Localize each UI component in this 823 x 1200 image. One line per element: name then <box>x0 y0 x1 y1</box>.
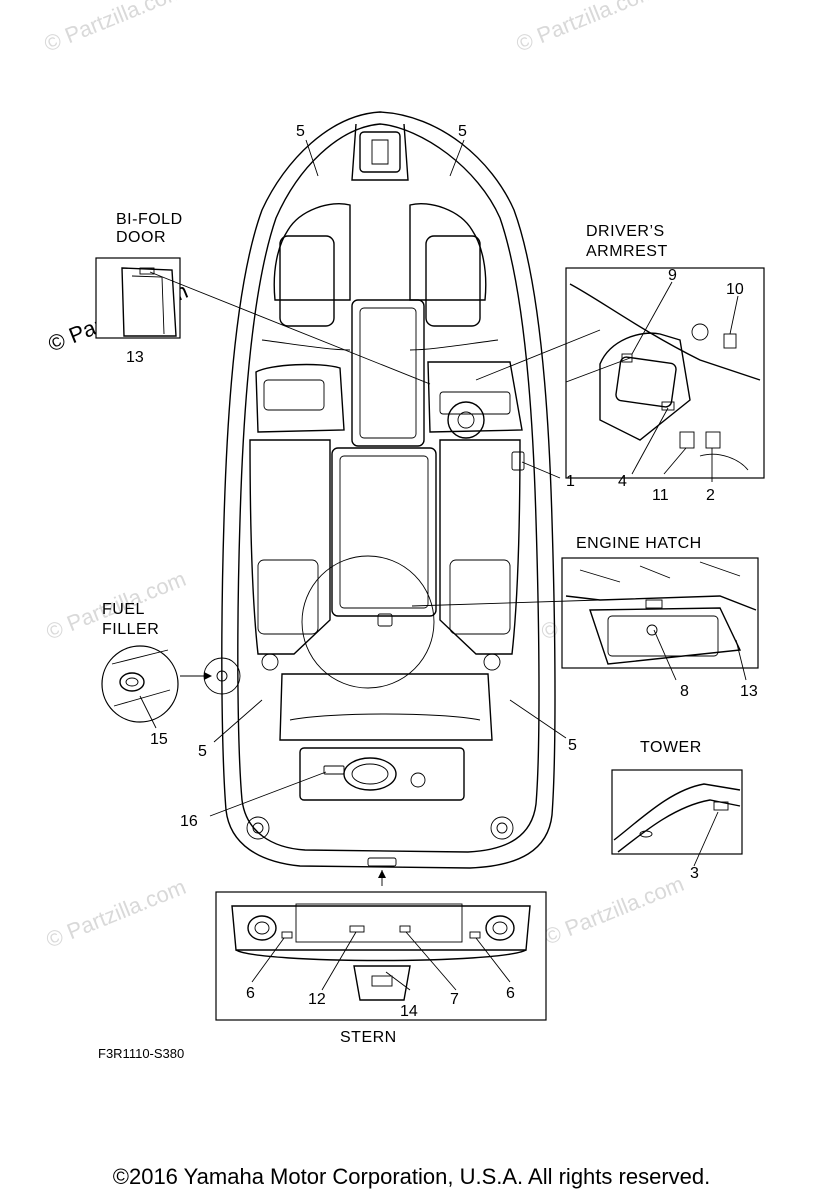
callout-14: 14 <box>400 1003 418 1020</box>
armrest-label-line2: ARMREST <box>586 243 668 260</box>
drivers-armrest-inset: DRIVER’S ARMREST 9 10 1 4 11 2 <box>475 223 765 504</box>
armrest-inset-frame <box>565 267 765 479</box>
callout-11: 11 <box>652 487 669 504</box>
engine-hatch-label: ENGINE HATCH <box>576 535 702 552</box>
fuel-label-line1: FUEL <box>102 601 145 618</box>
tower-label: TOWER <box>640 739 702 756</box>
figure-code: F3R1110-S380 <box>98 1046 184 1061</box>
callout-12: 12 <box>308 991 326 1008</box>
callout-5-aft-right: 5 <box>568 737 577 754</box>
engine-hatch-inset: ENGINE HATCH 8 13 <box>411 535 759 700</box>
fuel-filler-circle <box>101 645 179 723</box>
callout-6-right: 6 <box>506 985 515 1002</box>
callout-15: 15 <box>150 731 168 748</box>
callout-16: 16 <box>180 813 198 830</box>
fuel-filler-inset: FUEL FILLER 15 <box>101 601 212 748</box>
callout-4: 4 <box>618 473 627 490</box>
callout-13-bifold: 13 <box>126 349 144 366</box>
callout-1: 1 <box>566 473 575 490</box>
copyright-notice: ©2016 Yamaha Motor Corporation, U.S.A. A… <box>112 1164 711 1189</box>
stern-label: STERN <box>340 1029 397 1046</box>
callout-6-left: 6 <box>246 985 255 1002</box>
bifold-label-line2: DOOR <box>116 229 166 246</box>
callout-8: 8 <box>680 683 689 700</box>
armrest-label-line1: DRIVER’S <box>586 223 665 240</box>
hull-callouts: 5 5 5 5 16 <box>180 123 577 830</box>
callout-9: 9 <box>668 267 677 284</box>
callout-5-bow-right: 5 <box>458 123 467 140</box>
watermark-text: © Partzilla.com <box>541 871 688 950</box>
callout-13-hatch: 13 <box>740 683 758 700</box>
tower-inset: TOWER 3 <box>611 739 743 882</box>
bifold-inset-frame <box>95 257 181 339</box>
engine-hatch-inset-frame <box>561 557 759 669</box>
boat-hull <box>203 111 556 869</box>
callout-5-aft-left: 5 <box>198 743 207 760</box>
callout-5-bow-left: 5 <box>296 123 305 140</box>
callout-3: 3 <box>690 865 699 882</box>
fuel-label-line2: FILLER <box>102 621 159 638</box>
callout-2: 2 <box>706 487 715 504</box>
callout-10: 10 <box>726 281 744 298</box>
callout-7: 7 <box>450 991 459 1008</box>
watermark-text: © Partzilla.com <box>43 874 190 953</box>
watermark-text: © Partzilla.com <box>513 0 660 57</box>
stern-inset: 6 12 14 7 6 STERN <box>215 870 547 1046</box>
watermark-text: © Partzilla.com <box>41 0 188 57</box>
bifold-label-line1: BI-FOLD <box>116 211 183 228</box>
bifold-door-inset: BI-FOLD DOOR 13 <box>95 211 431 385</box>
